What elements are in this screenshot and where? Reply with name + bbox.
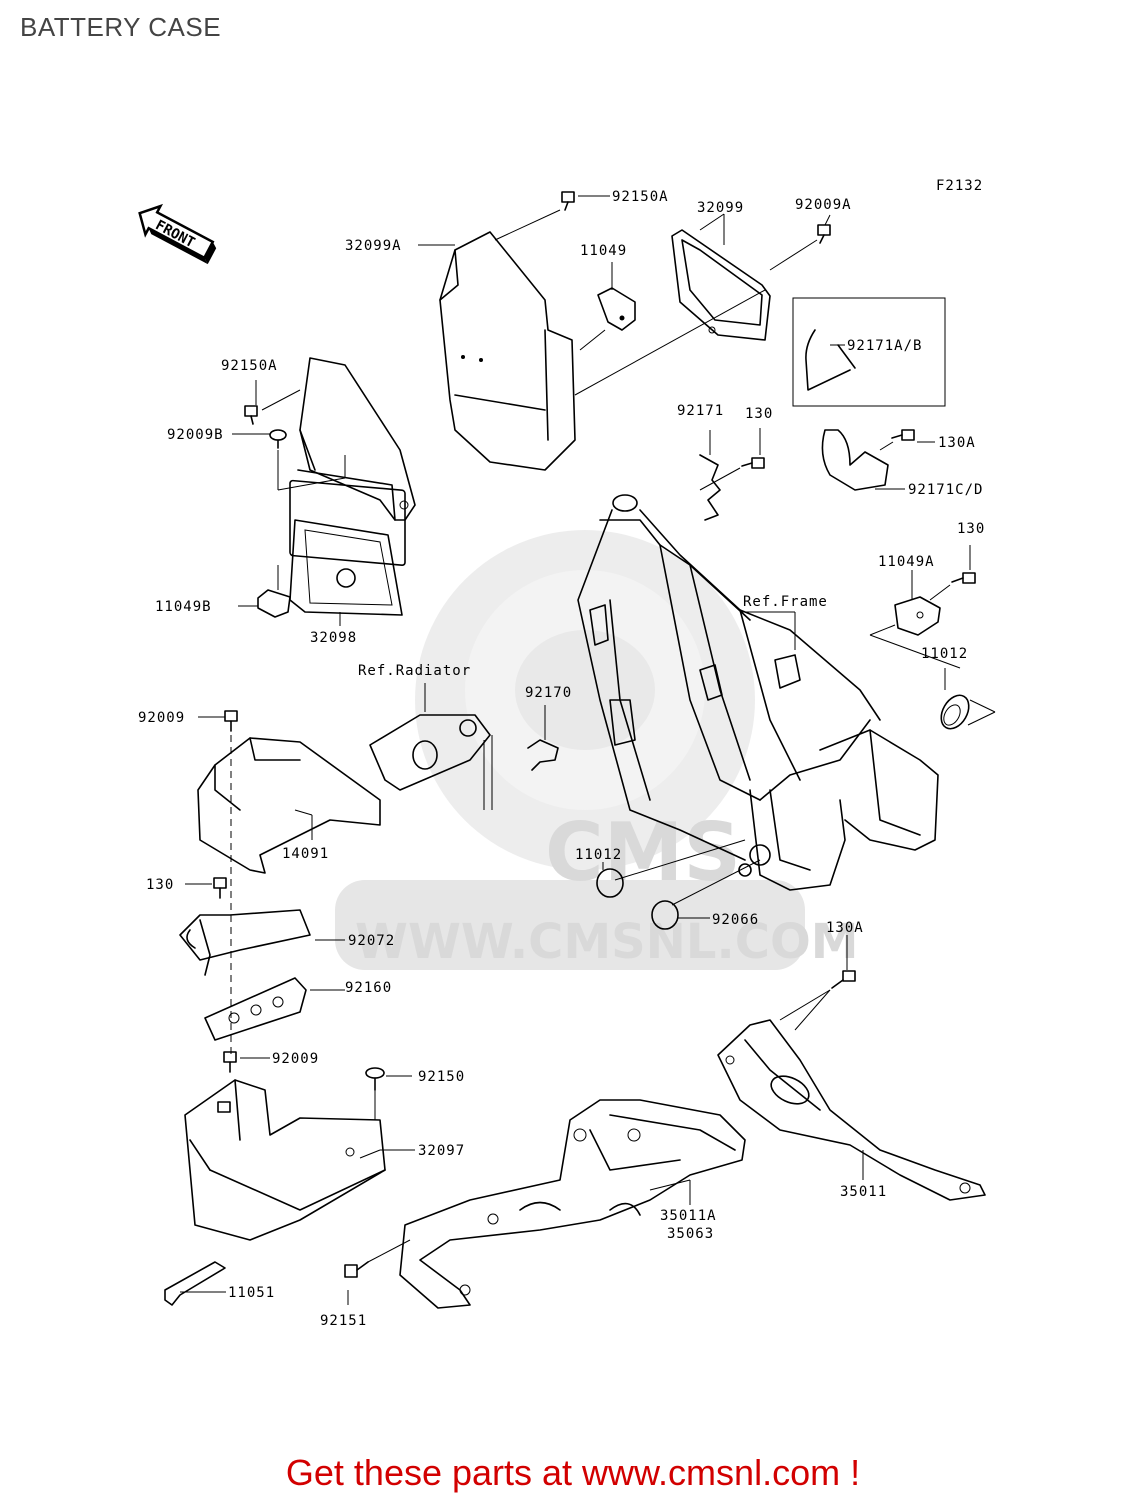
label-92150A-left: 92150A	[221, 358, 278, 374]
front-arrow-icon: FRONT	[138, 203, 217, 265]
page-title: BATTERY CASE	[20, 12, 222, 42]
label-11051: 11051	[228, 1285, 275, 1301]
part-92072-holder	[179, 909, 311, 976]
label-92066: 92066	[712, 912, 759, 928]
label-92150: 92150	[418, 1069, 465, 1085]
part-11051-plate	[164, 1261, 226, 1306]
bolt-92150-icon	[365, 1067, 385, 1091]
part-11012-grommet-left	[596, 868, 624, 898]
label-14091: 14091	[282, 846, 329, 862]
part-92171-clip	[699, 454, 721, 521]
label-92150A-top: 92150A	[612, 189, 669, 205]
label-130-b: 130	[957, 521, 985, 537]
bolt-92150A-left-icon	[244, 405, 258, 425]
part-92160-pad	[204, 977, 307, 1041]
part-35011-bracket	[717, 1019, 986, 1201]
label-32098: 32098	[310, 630, 357, 646]
bolt-92009-a-icon	[224, 710, 238, 732]
part-11049B-bracket	[257, 589, 291, 618]
bolt-92150A-top-icon	[561, 191, 575, 211]
label-32099: 32099	[697, 200, 744, 216]
label-92072: 92072	[348, 933, 395, 949]
part-11049-bracket	[597, 287, 636, 331]
label-35063: 35063	[667, 1226, 714, 1242]
part-32099-cover	[671, 229, 771, 341]
part-35011A-bracket	[399, 1099, 746, 1309]
bolt-130-b-icon	[951, 572, 976, 584]
bolt-130-a-icon	[741, 457, 765, 469]
part-frame	[577, 494, 939, 891]
watermark-logo: CMS WWW.CMSNL.COM	[335, 530, 859, 970]
label-92171CD: 92171C/D	[908, 482, 983, 498]
label-11049: 11049	[580, 243, 627, 259]
label-92160: 92160	[345, 980, 392, 996]
bolt-130-c-icon	[213, 877, 227, 899]
label-11012-left: 11012	[575, 847, 622, 863]
label-130A-top: 130A	[938, 435, 976, 451]
label-92171AB: 92171A/B	[847, 338, 922, 354]
leader-lines	[180, 195, 996, 1305]
label-130A-bottom: 130A	[826, 920, 864, 936]
figure-code: F2132	[936, 178, 983, 194]
part-radiator-ref	[369, 714, 493, 810]
label-130-c: 130	[146, 877, 174, 893]
label-92171: 92171	[677, 403, 724, 419]
bolt-icons	[213, 191, 976, 1278]
label-92009B: 92009B	[167, 427, 224, 443]
bolt-130A-top-icon	[891, 429, 915, 441]
label-92009-a: 92009	[138, 710, 185, 726]
label-35011: 35011	[840, 1184, 887, 1200]
part-14091-cover	[197, 737, 381, 874]
label-92151: 92151	[320, 1313, 367, 1329]
label-11049A: 11049A	[878, 554, 935, 570]
label-130-a: 130	[745, 406, 773, 422]
label-92009-b: 92009	[272, 1051, 319, 1067]
inset-box-92171AB	[792, 297, 946, 407]
part-labels: 92150A 32099 92009A 32099A 11049 92171A/…	[138, 189, 985, 1329]
footer-link[interactable]: Get these parts at www.cmsnl.com !	[285, 1452, 861, 1493]
part-92066-grommet	[651, 900, 679, 930]
part-32097-tray	[184, 1079, 386, 1241]
screw-92009B-icon	[269, 429, 287, 449]
label-92009A: 92009A	[795, 197, 852, 213]
label-35011A: 35011A	[660, 1208, 717, 1224]
label-ref-radiator: Ref.Radiator	[358, 663, 471, 679]
label-32097: 32097	[418, 1143, 465, 1159]
bolt-92009-b-icon	[223, 1051, 237, 1073]
part-92170-clamp	[527, 739, 559, 771]
label-92170: 92170	[525, 685, 572, 701]
part-11012-grommet-right	[940, 694, 970, 730]
watermark-url: WWW.CMSNL.COM	[355, 914, 859, 970]
bolt-92009A-icon	[817, 224, 831, 244]
part-left-case	[289, 357, 416, 566]
part-32098-mat	[289, 519, 403, 616]
watermark-logo-text: CMS	[545, 806, 741, 899]
label-ref-frame: Ref.Frame	[743, 594, 828, 610]
label-11049B: 11049B	[155, 599, 212, 615]
part-11049A-bracket	[894, 596, 941, 636]
bolt-92151-icon	[344, 1261, 369, 1278]
part-32099A-cover	[439, 231, 576, 471]
bolt-130A-bottom-icon	[831, 970, 856, 989]
label-32099A: 32099A	[345, 238, 402, 254]
label-11012-right: 11012	[921, 646, 968, 662]
part-92171CD-clip	[821, 429, 889, 491]
